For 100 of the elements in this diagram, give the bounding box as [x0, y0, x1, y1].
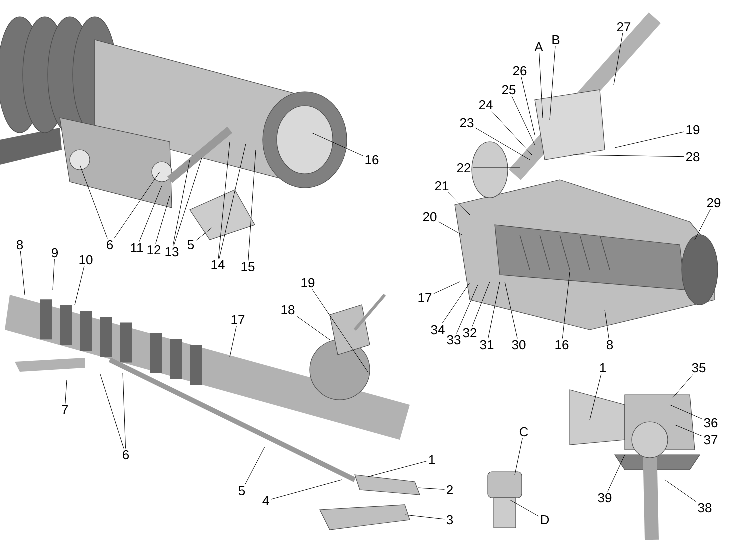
- callout-number: 22: [457, 163, 471, 173]
- callout-number: 19: [302, 278, 315, 288]
- callout-number: 1: [600, 364, 606, 372]
- leader-line: [456, 284, 478, 334]
- leader-line: [670, 404, 702, 420]
- callout-number: 1: [429, 456, 435, 464]
- callout-number: 21: [435, 181, 449, 191]
- leader-line: [245, 446, 266, 485]
- callout-number: 17: [418, 294, 432, 302]
- leader-line: [296, 316, 330, 340]
- leader-line: [572, 154, 684, 158]
- leader-line: [672, 374, 694, 398]
- leader-line: [219, 144, 246, 260]
- leader-line: [196, 228, 212, 241]
- leader-line: [521, 77, 536, 136]
- callout-number: 16: [366, 155, 379, 165]
- leader-line: [512, 96, 536, 146]
- callout-number: 38: [698, 503, 712, 513]
- callout-number: 5: [188, 240, 194, 250]
- callout-number: 33: [447, 335, 461, 345]
- callout-number: 30: [512, 340, 526, 350]
- leader-line: [248, 150, 256, 261]
- callout-number: 25: [502, 85, 516, 95]
- leader-line: [488, 282, 500, 339]
- callout-number: 10: [80, 255, 93, 265]
- leader-line: [604, 310, 610, 339]
- callout-number: 27: [617, 22, 631, 32]
- leader-line: [442, 282, 470, 324]
- leader-line: [114, 172, 160, 239]
- leader-line: [448, 192, 470, 216]
- callout-number: 31: [480, 340, 494, 350]
- callout-number: 13: [166, 247, 179, 257]
- leader-line: [438, 222, 462, 236]
- leader-line: [539, 52, 544, 118]
- callout-number: 14: [212, 260, 225, 270]
- leader-line: [434, 282, 460, 294]
- callout-number: 8: [16, 240, 24, 250]
- leader-line: [20, 251, 26, 296]
- callout-number: 23: [460, 118, 474, 128]
- leader-line: [514, 438, 523, 476]
- leader-line: [590, 374, 602, 420]
- leader-line: [122, 372, 126, 449]
- leader-line: [504, 282, 518, 339]
- leader-line: [172, 160, 190, 246]
- leader-line: [674, 424, 702, 437]
- leader-line: [614, 132, 684, 148]
- leader-line: [100, 372, 124, 449]
- callout-number: 16: [556, 340, 569, 350]
- callout-number: 18: [282, 305, 295, 315]
- callout-number: C: [520, 427, 528, 437]
- callout-number: 6: [123, 450, 130, 460]
- callout-number: 3: [446, 515, 454, 525]
- leader-line: [312, 289, 368, 372]
- callout-number: 24: [479, 100, 493, 110]
- callout-number: 39: [598, 493, 612, 503]
- callout-number: 6: [107, 240, 114, 250]
- leader-line: [312, 132, 364, 156]
- callout-number: 17: [232, 316, 245, 324]
- leader-line: [74, 266, 85, 306]
- leader-line: [694, 209, 711, 240]
- callout-number: 8: [606, 340, 614, 350]
- callout-number: 7: [62, 406, 68, 414]
- callout-number: 29: [707, 198, 721, 208]
- callout-number: 4: [262, 496, 270, 506]
- leader-line: [510, 500, 539, 517]
- callout-number: A: [534, 42, 544, 52]
- leader-line: [476, 128, 530, 160]
- callout-number: 11: [131, 244, 144, 252]
- callout-number: 2: [447, 485, 453, 495]
- callout-number: D: [541, 516, 550, 524]
- callout-number: B: [552, 36, 560, 44]
- leader-line: [139, 186, 162, 242]
- leader-line: [614, 33, 624, 86]
- leader-line: [491, 110, 532, 156]
- leader-line: [562, 272, 570, 339]
- leader-line: [65, 380, 68, 404]
- leader-line: [174, 158, 202, 246]
- leader-line: [156, 196, 170, 244]
- leader-line: [664, 480, 696, 502]
- leader-line: [80, 164, 108, 239]
- leader-line: [218, 142, 230, 260]
- callout-number: 32: [463, 328, 477, 338]
- leader-line: [608, 454, 626, 492]
- leader-line: [52, 259, 55, 290]
- leader-line: [418, 488, 445, 490]
- leader-line: [230, 326, 237, 358]
- callout-number: 26: [513, 66, 527, 76]
- leader-line: [472, 282, 490, 327]
- leader-line: [271, 480, 342, 500]
- callout-number: 37: [704, 435, 718, 445]
- callout-number: 35: [692, 363, 706, 373]
- callout-number: 9: [52, 248, 58, 258]
- callout-number: 15: [242, 262, 255, 272]
- callout-number: 12: [148, 245, 161, 255]
- callout-number: 19: [686, 125, 700, 135]
- leader-line: [368, 461, 427, 478]
- callout-number: 28: [686, 152, 700, 162]
- callout-number: 20: [423, 212, 437, 222]
- leader-line: [404, 514, 445, 520]
- callout-number: 5: [238, 486, 246, 496]
